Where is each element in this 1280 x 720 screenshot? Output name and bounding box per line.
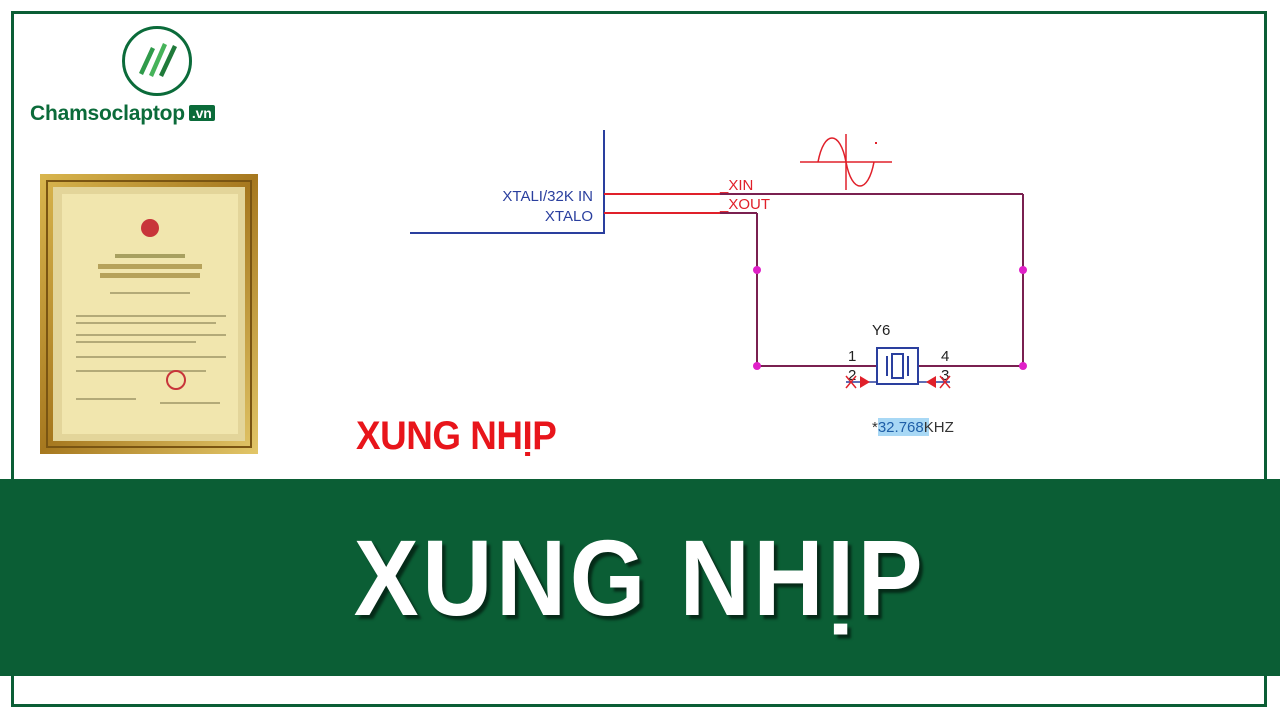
- net-xout-label: _XOUT: [719, 196, 770, 213]
- title-banner: XUNG NHỊP: [0, 479, 1280, 676]
- no-connect-marker-right: [918, 375, 951, 389]
- framed-certificate-image: [40, 170, 262, 456]
- junction-dot: [1019, 266, 1027, 274]
- crystal-icon: [876, 347, 919, 385]
- brand-name: Chamsoclaptop.vn: [30, 102, 215, 126]
- pin-2-label: 2: [848, 367, 856, 384]
- pin-3-label: 3: [941, 367, 949, 384]
- junction-dot: [753, 266, 761, 274]
- small-title: XUNG NHỊP: [356, 414, 557, 458]
- pin-1-label: 1: [848, 348, 856, 365]
- component-value-label: *32.768KHZ: [872, 419, 954, 436]
- no-connect-marker-left: [845, 375, 877, 389]
- banner-title: XUNG NHỊP: [353, 517, 927, 638]
- brand-tld: .vn: [188, 105, 215, 121]
- junction-dot: [753, 362, 761, 370]
- logo-leaf-icon: [122, 26, 192, 96]
- pin-4-label: 4: [941, 348, 949, 365]
- crystal-oscillator-schematic: XTALI/32K IN XTALO _XIN _XOUT: [400, 120, 1060, 450]
- sine-wave-icon: [800, 134, 892, 190]
- signal-out-label: XTALO: [545, 208, 593, 225]
- page-border-frame: [11, 11, 1267, 707]
- brand-logo[interactable]: Chamsoclaptop.vn: [30, 26, 240, 136]
- brand-name-text: Chamsoclaptop: [30, 102, 185, 125]
- net-xin-label: _XIN: [719, 177, 753, 194]
- junction-dot: [1019, 362, 1027, 370]
- signal-in-label: XTALI/32K IN: [502, 188, 593, 205]
- component-ref-label: Y6: [872, 322, 890, 339]
